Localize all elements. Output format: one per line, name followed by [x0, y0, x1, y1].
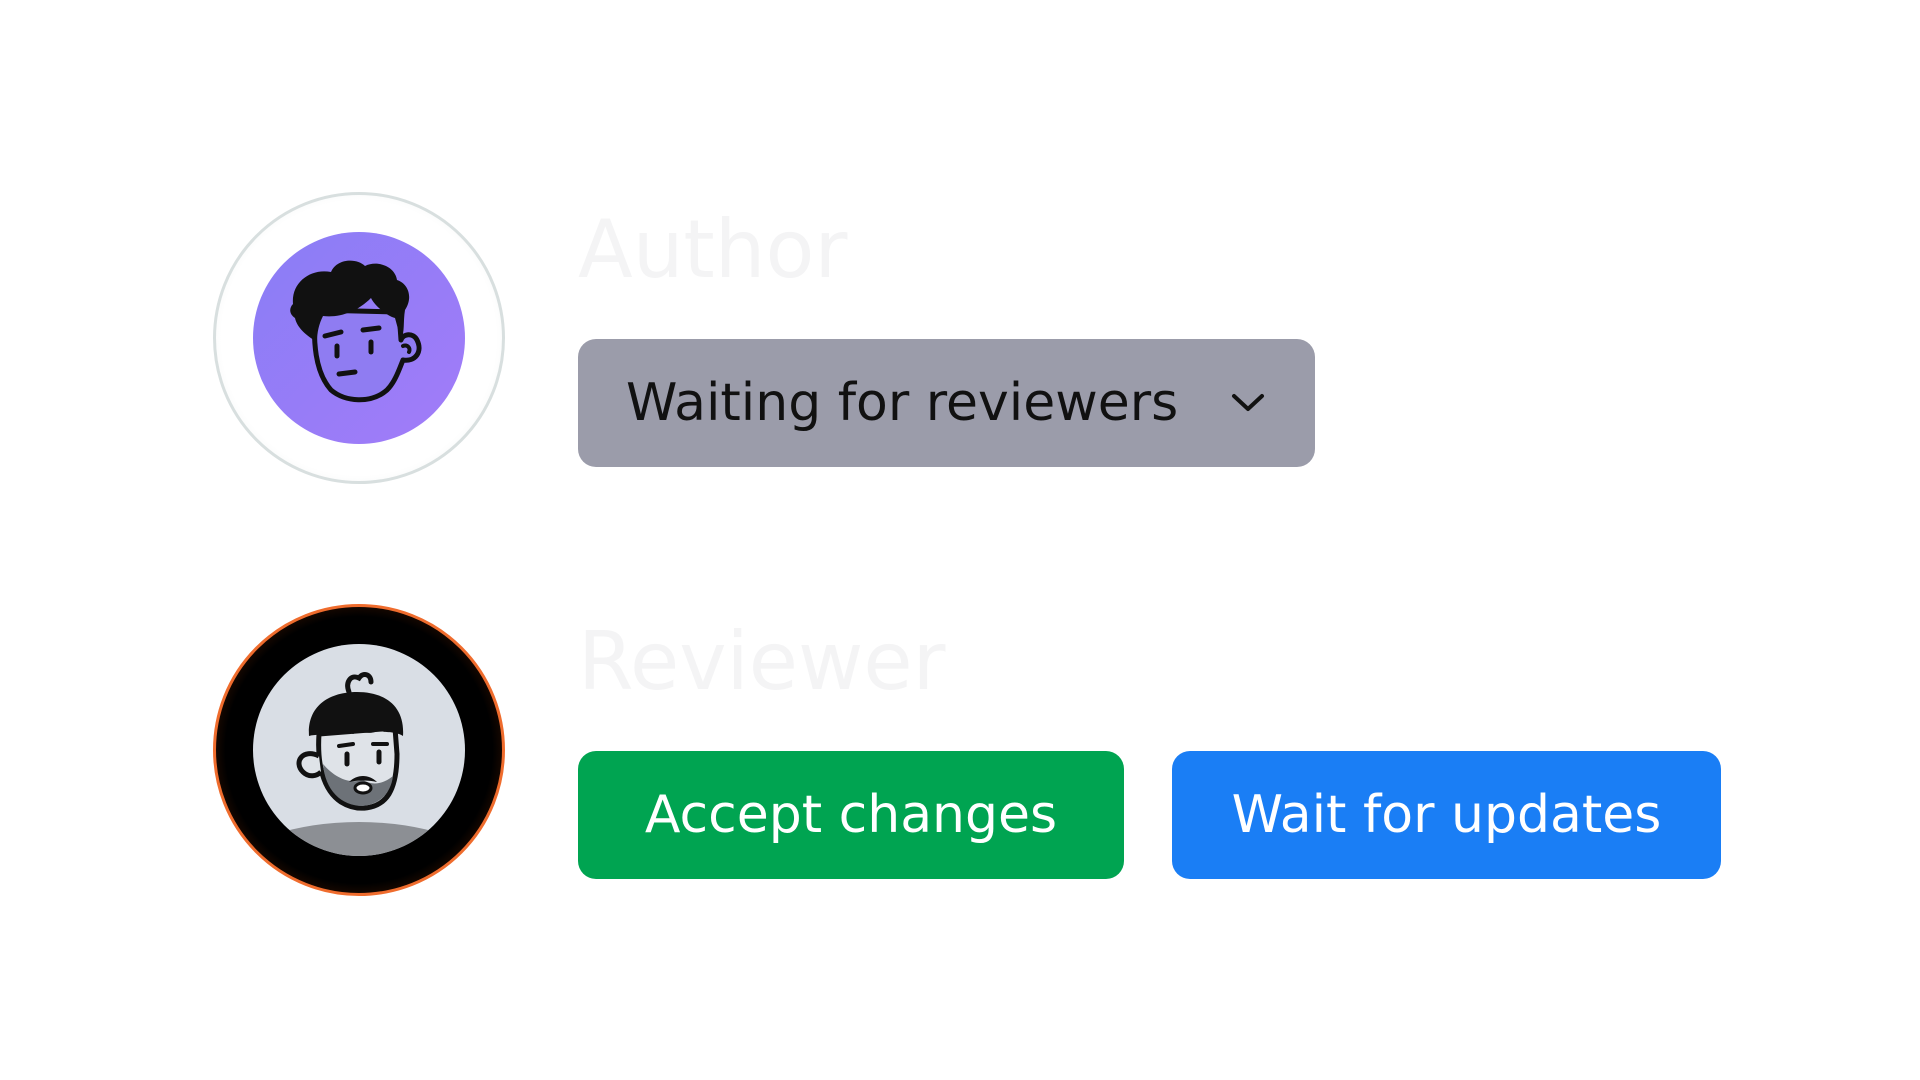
- reviewer-avatar-image: [253, 644, 465, 856]
- author-face-illustration: [253, 232, 465, 444]
- author-avatar-image: [253, 232, 465, 444]
- reviewer-role-label: Reviewer: [578, 615, 946, 708]
- chevron-down-icon: [1232, 394, 1264, 411]
- status-dropdown-label: Waiting for reviewers: [626, 373, 1179, 433]
- accept-changes-button[interactable]: Accept changes: [578, 751, 1124, 879]
- wait-for-updates-button[interactable]: Wait for updates: [1172, 751, 1721, 879]
- reviewer-avatar: [213, 604, 505, 896]
- author-avatar: [213, 192, 505, 484]
- author-role-label: Author: [578, 203, 848, 296]
- reviewer-face-illustration: [253, 644, 465, 856]
- status-dropdown[interactable]: Waiting for reviewers: [578, 339, 1315, 467]
